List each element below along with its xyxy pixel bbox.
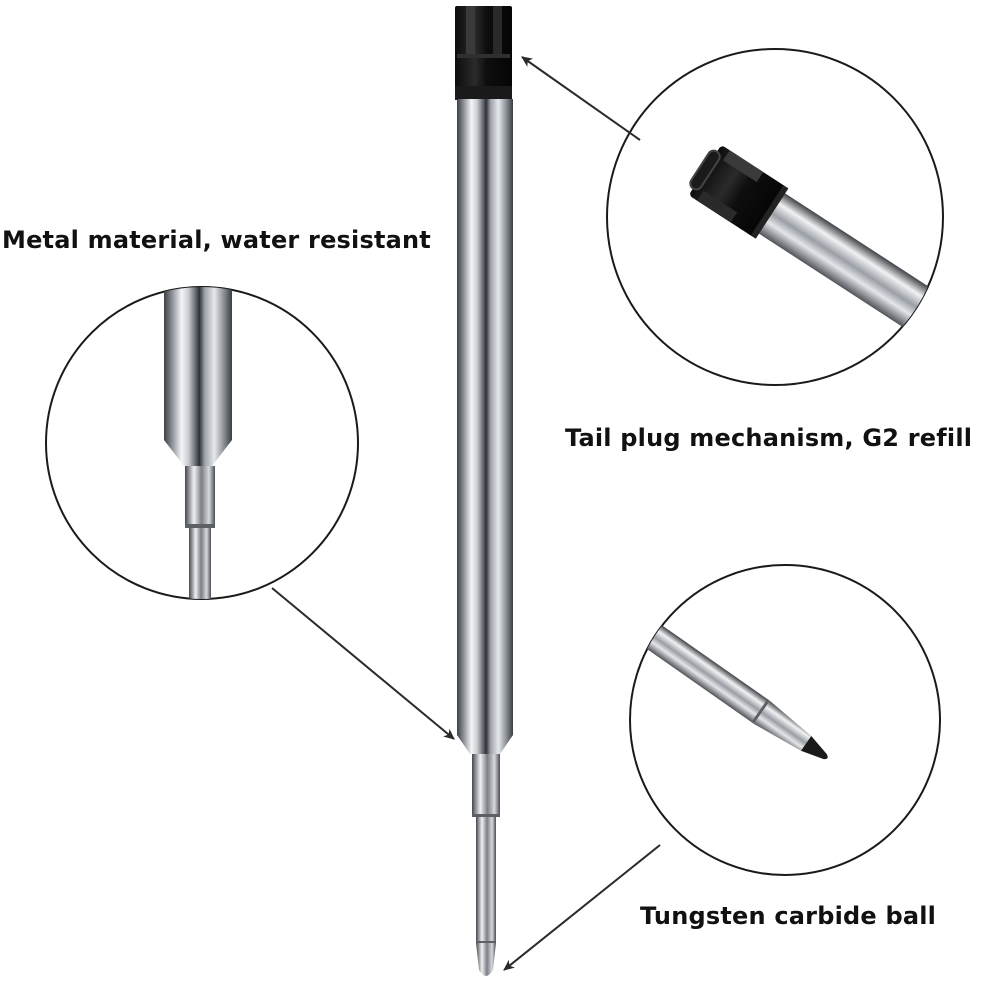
refill-barrel [457, 99, 513, 735]
label-tail-plug: Tail plug mechanism, G2 refill [565, 424, 973, 452]
arrow-tungsten-ball [503, 844, 661, 971]
refill-tip-tube [472, 754, 500, 816]
arrow-metal-material [271, 587, 455, 740]
callout-arrows [271, 56, 661, 971]
label-metal-material: Metal material, water resistant [2, 226, 431, 254]
label-tungsten-ball: Tungsten carbide ball [640, 902, 937, 930]
arrow-tail-plug [521, 56, 641, 141]
tail-plug [455, 6, 512, 100]
refill-tip-point [476, 943, 496, 976]
detail-circle-tail-plug [606, 48, 944, 386]
detail-circle-ball-tip [629, 564, 941, 876]
detail-circle-tip-transition [45, 286, 359, 600]
main-refill [455, 6, 513, 976]
refill-taper [457, 735, 513, 754]
